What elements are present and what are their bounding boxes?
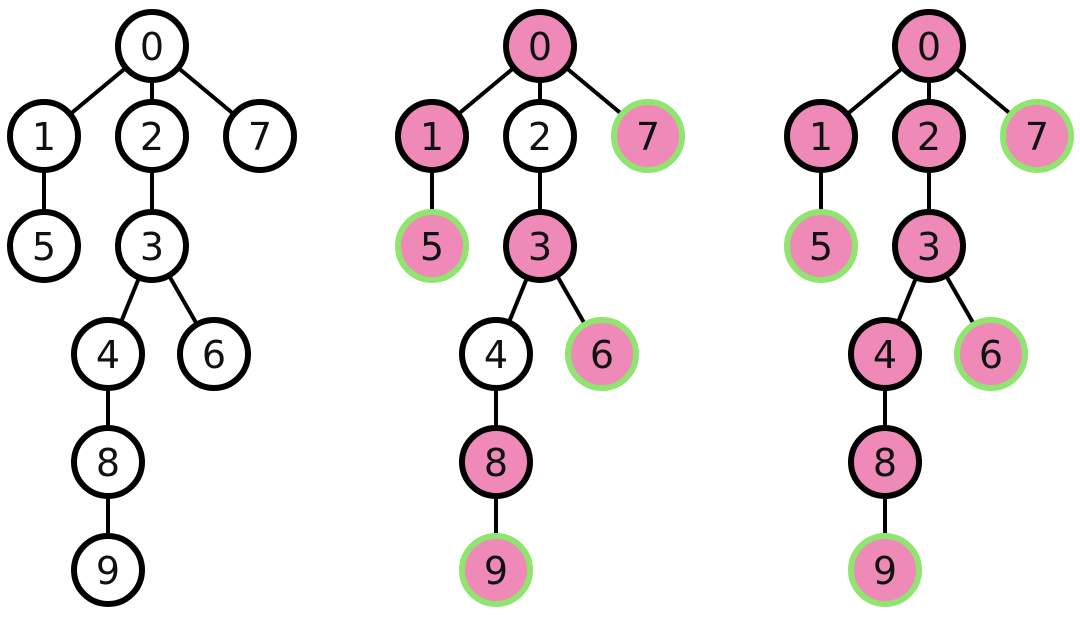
node-circle: [115, 99, 189, 173]
node-label: 5: [420, 225, 444, 269]
node-label: 0: [917, 25, 941, 69]
node-label: 3: [917, 225, 941, 269]
node-label: 4: [873, 333, 897, 377]
node-6: 6: [565, 317, 639, 391]
node-label: 1: [32, 115, 56, 159]
node-circle: [71, 425, 145, 499]
node-label: 5: [32, 225, 56, 269]
node-6: 6: [954, 317, 1028, 391]
node-4: 4: [459, 317, 533, 391]
node-label: 2: [528, 115, 552, 159]
node-7: 7: [1000, 99, 1074, 173]
node-label: 7: [1025, 115, 1049, 159]
node-1: 1: [784, 99, 858, 173]
node-3: 3: [892, 209, 966, 283]
node-circle: [7, 99, 81, 173]
node-label: 0: [528, 25, 552, 69]
node-0: 0: [503, 9, 577, 83]
node-2: 2: [892, 99, 966, 173]
node-circle: [611, 99, 685, 173]
node-label: 3: [528, 225, 552, 269]
node-label: 0: [140, 25, 164, 69]
node-circle: [848, 425, 922, 499]
node-circle: [459, 425, 533, 499]
node-0: 0: [892, 9, 966, 83]
node-circle: [892, 9, 966, 83]
node-circle: [459, 533, 533, 607]
node-label: 8: [96, 441, 120, 485]
node-5: 5: [784, 209, 858, 283]
node-circle: [115, 209, 189, 283]
node-circle: [7, 209, 81, 283]
node-4: 4: [71, 317, 145, 391]
node-7: 7: [611, 99, 685, 173]
node-circle: [71, 317, 145, 391]
node-circle: [892, 209, 966, 283]
node-label: 3: [140, 225, 164, 269]
node-2: 2: [115, 99, 189, 173]
node-5: 5: [395, 209, 469, 283]
node-label: 7: [248, 115, 272, 159]
node-label: 2: [140, 115, 164, 159]
node-3: 3: [503, 209, 577, 283]
node-label: 8: [873, 441, 897, 485]
node-0: 0: [115, 9, 189, 83]
node-label: 9: [96, 549, 120, 593]
node-circle: [784, 209, 858, 283]
node-1: 1: [7, 99, 81, 173]
node-label: 2: [917, 115, 941, 159]
node-label: 9: [484, 549, 508, 593]
node-label: 1: [420, 115, 444, 159]
node-circle: [892, 99, 966, 173]
node-circle: [71, 533, 145, 607]
node-1: 1: [395, 99, 469, 173]
node-circle: [503, 99, 577, 173]
node-circle: [503, 209, 577, 283]
node-circle: [848, 317, 922, 391]
node-circle: [395, 209, 469, 283]
node-circle: [459, 317, 533, 391]
node-circle: [223, 99, 297, 173]
node-9: 9: [71, 533, 145, 607]
node-circle: [565, 317, 639, 391]
node-label: 4: [96, 333, 120, 377]
node-circle: [848, 533, 922, 607]
node-label: 6: [590, 333, 614, 377]
node-label: 6: [979, 333, 1003, 377]
node-label: 1: [809, 115, 833, 159]
node-label: 4: [484, 333, 508, 377]
node-circle: [1000, 99, 1074, 173]
node-label: 6: [202, 333, 226, 377]
node-5: 5: [7, 209, 81, 283]
node-label: 5: [809, 225, 833, 269]
node-9: 9: [459, 533, 533, 607]
tree-right: 0 1 2 7 5 3 4 6 8 9: [784, 9, 1074, 607]
node-9: 9: [848, 533, 922, 607]
tree-left: 0 1 2 7 5 3 4 6 8 9: [7, 9, 297, 607]
node-circle: [177, 317, 251, 391]
node-2: 2: [503, 99, 577, 173]
node-label: 8: [484, 441, 508, 485]
node-circle: [115, 9, 189, 83]
node-label: 7: [636, 115, 660, 159]
node-circle: [954, 317, 1028, 391]
node-7: 7: [223, 99, 297, 173]
node-8: 8: [848, 425, 922, 499]
node-3: 3: [115, 209, 189, 283]
tree-middle: 0 1 2 7 5 3 4 6 8 9: [395, 9, 685, 607]
node-circle: [503, 9, 577, 83]
node-8: 8: [459, 425, 533, 499]
node-6: 6: [177, 317, 251, 391]
node-circle: [395, 99, 469, 173]
node-label: 9: [873, 549, 897, 593]
node-4: 4: [848, 317, 922, 391]
node-circle: [784, 99, 858, 173]
node-8: 8: [71, 425, 145, 499]
